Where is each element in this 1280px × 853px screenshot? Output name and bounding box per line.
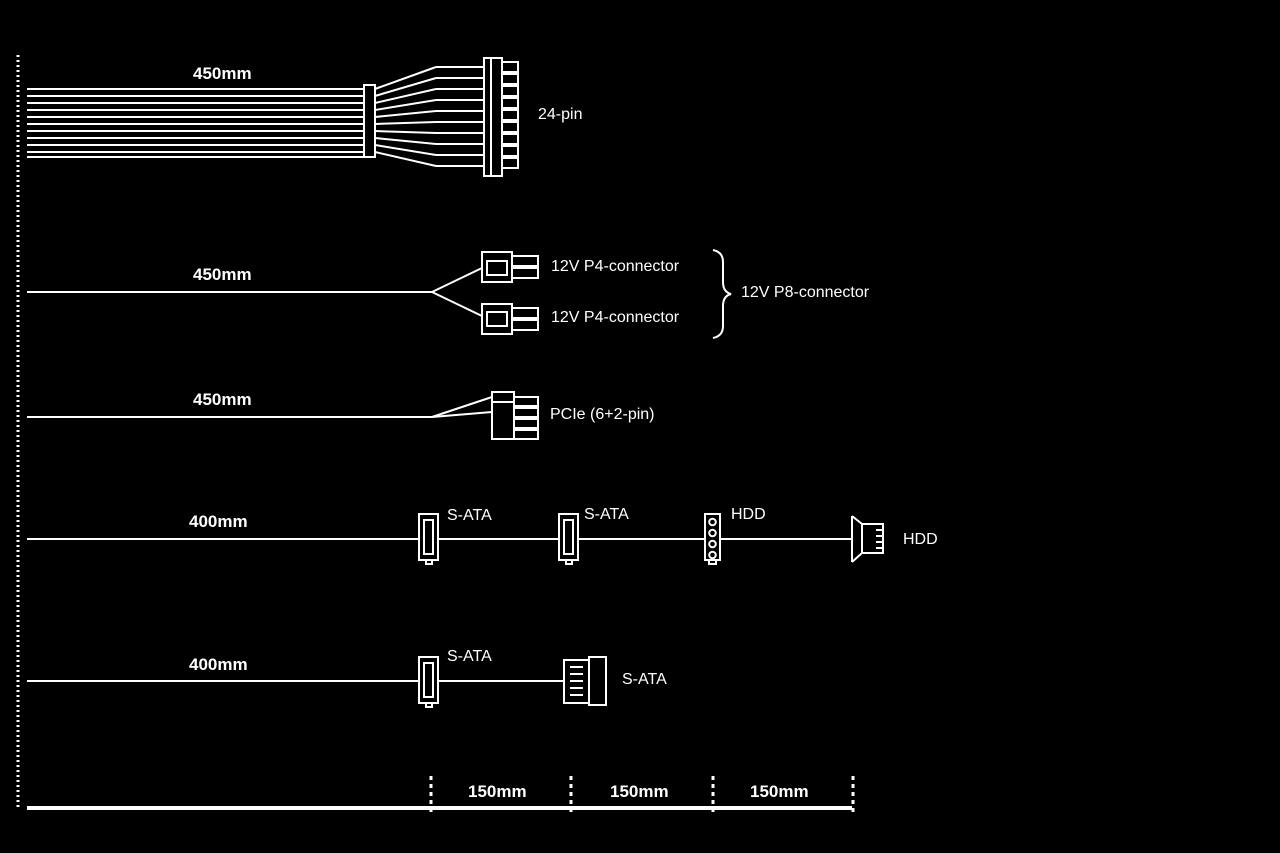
length-scale (27, 776, 855, 814)
connector-hdd-molex-icon (704, 513, 721, 565)
connector-hdd-floppy-icon (851, 515, 884, 563)
cable-24pin-fanout (374, 66, 484, 167)
cable-sata-hdd (27, 513, 884, 565)
connector-sata-power-icon (563, 656, 607, 706)
group-label: 12V P8-connector (741, 284, 870, 301)
scale-segment-label: 150mm (610, 782, 669, 801)
connector-label: PCIe (6+2-pin) (550, 406, 655, 423)
cable-pcie (27, 391, 539, 440)
connector-label: HDD (731, 506, 766, 523)
cable-length-label: 450mm (193, 390, 252, 409)
connector-sata-2-icon (558, 513, 579, 565)
connector-label: S-ATA (622, 671, 667, 688)
cable-length-label: 450mm (193, 64, 252, 83)
cable-p8 (27, 249, 732, 339)
connector-p4-top-icon (481, 251, 539, 283)
cable-sata-sata (27, 656, 607, 708)
cable-24pin-wires (27, 88, 364, 158)
p8-curly-brace-icon (712, 249, 732, 339)
cable-length-label: 400mm (189, 512, 248, 531)
connector-label: S-ATA (447, 648, 492, 665)
connector-label: 24-pin (538, 106, 583, 123)
connector-sata-3-icon (418, 656, 439, 708)
cable-24pin-sleeve (363, 84, 376, 158)
cable-24pin (27, 57, 519, 177)
scale-segment-label: 150mm (750, 782, 809, 801)
cable-length-label: 450mm (193, 265, 252, 284)
connector-24pin-icon (483, 57, 519, 177)
connector-p4-bottom-icon (481, 303, 539, 335)
cable-length-label: 400mm (189, 655, 248, 674)
scale-segment-label: 150mm (468, 782, 527, 801)
connector-sata-1-icon (418, 513, 439, 565)
connector-label: 12V P4-connector (551, 309, 680, 326)
connector-label: HDD (903, 531, 938, 548)
connector-label: S-ATA (584, 506, 629, 523)
connector-label: S-ATA (447, 507, 492, 524)
connector-pcie-icon (491, 391, 539, 440)
connector-label: 12V P4-connector (551, 258, 680, 275)
